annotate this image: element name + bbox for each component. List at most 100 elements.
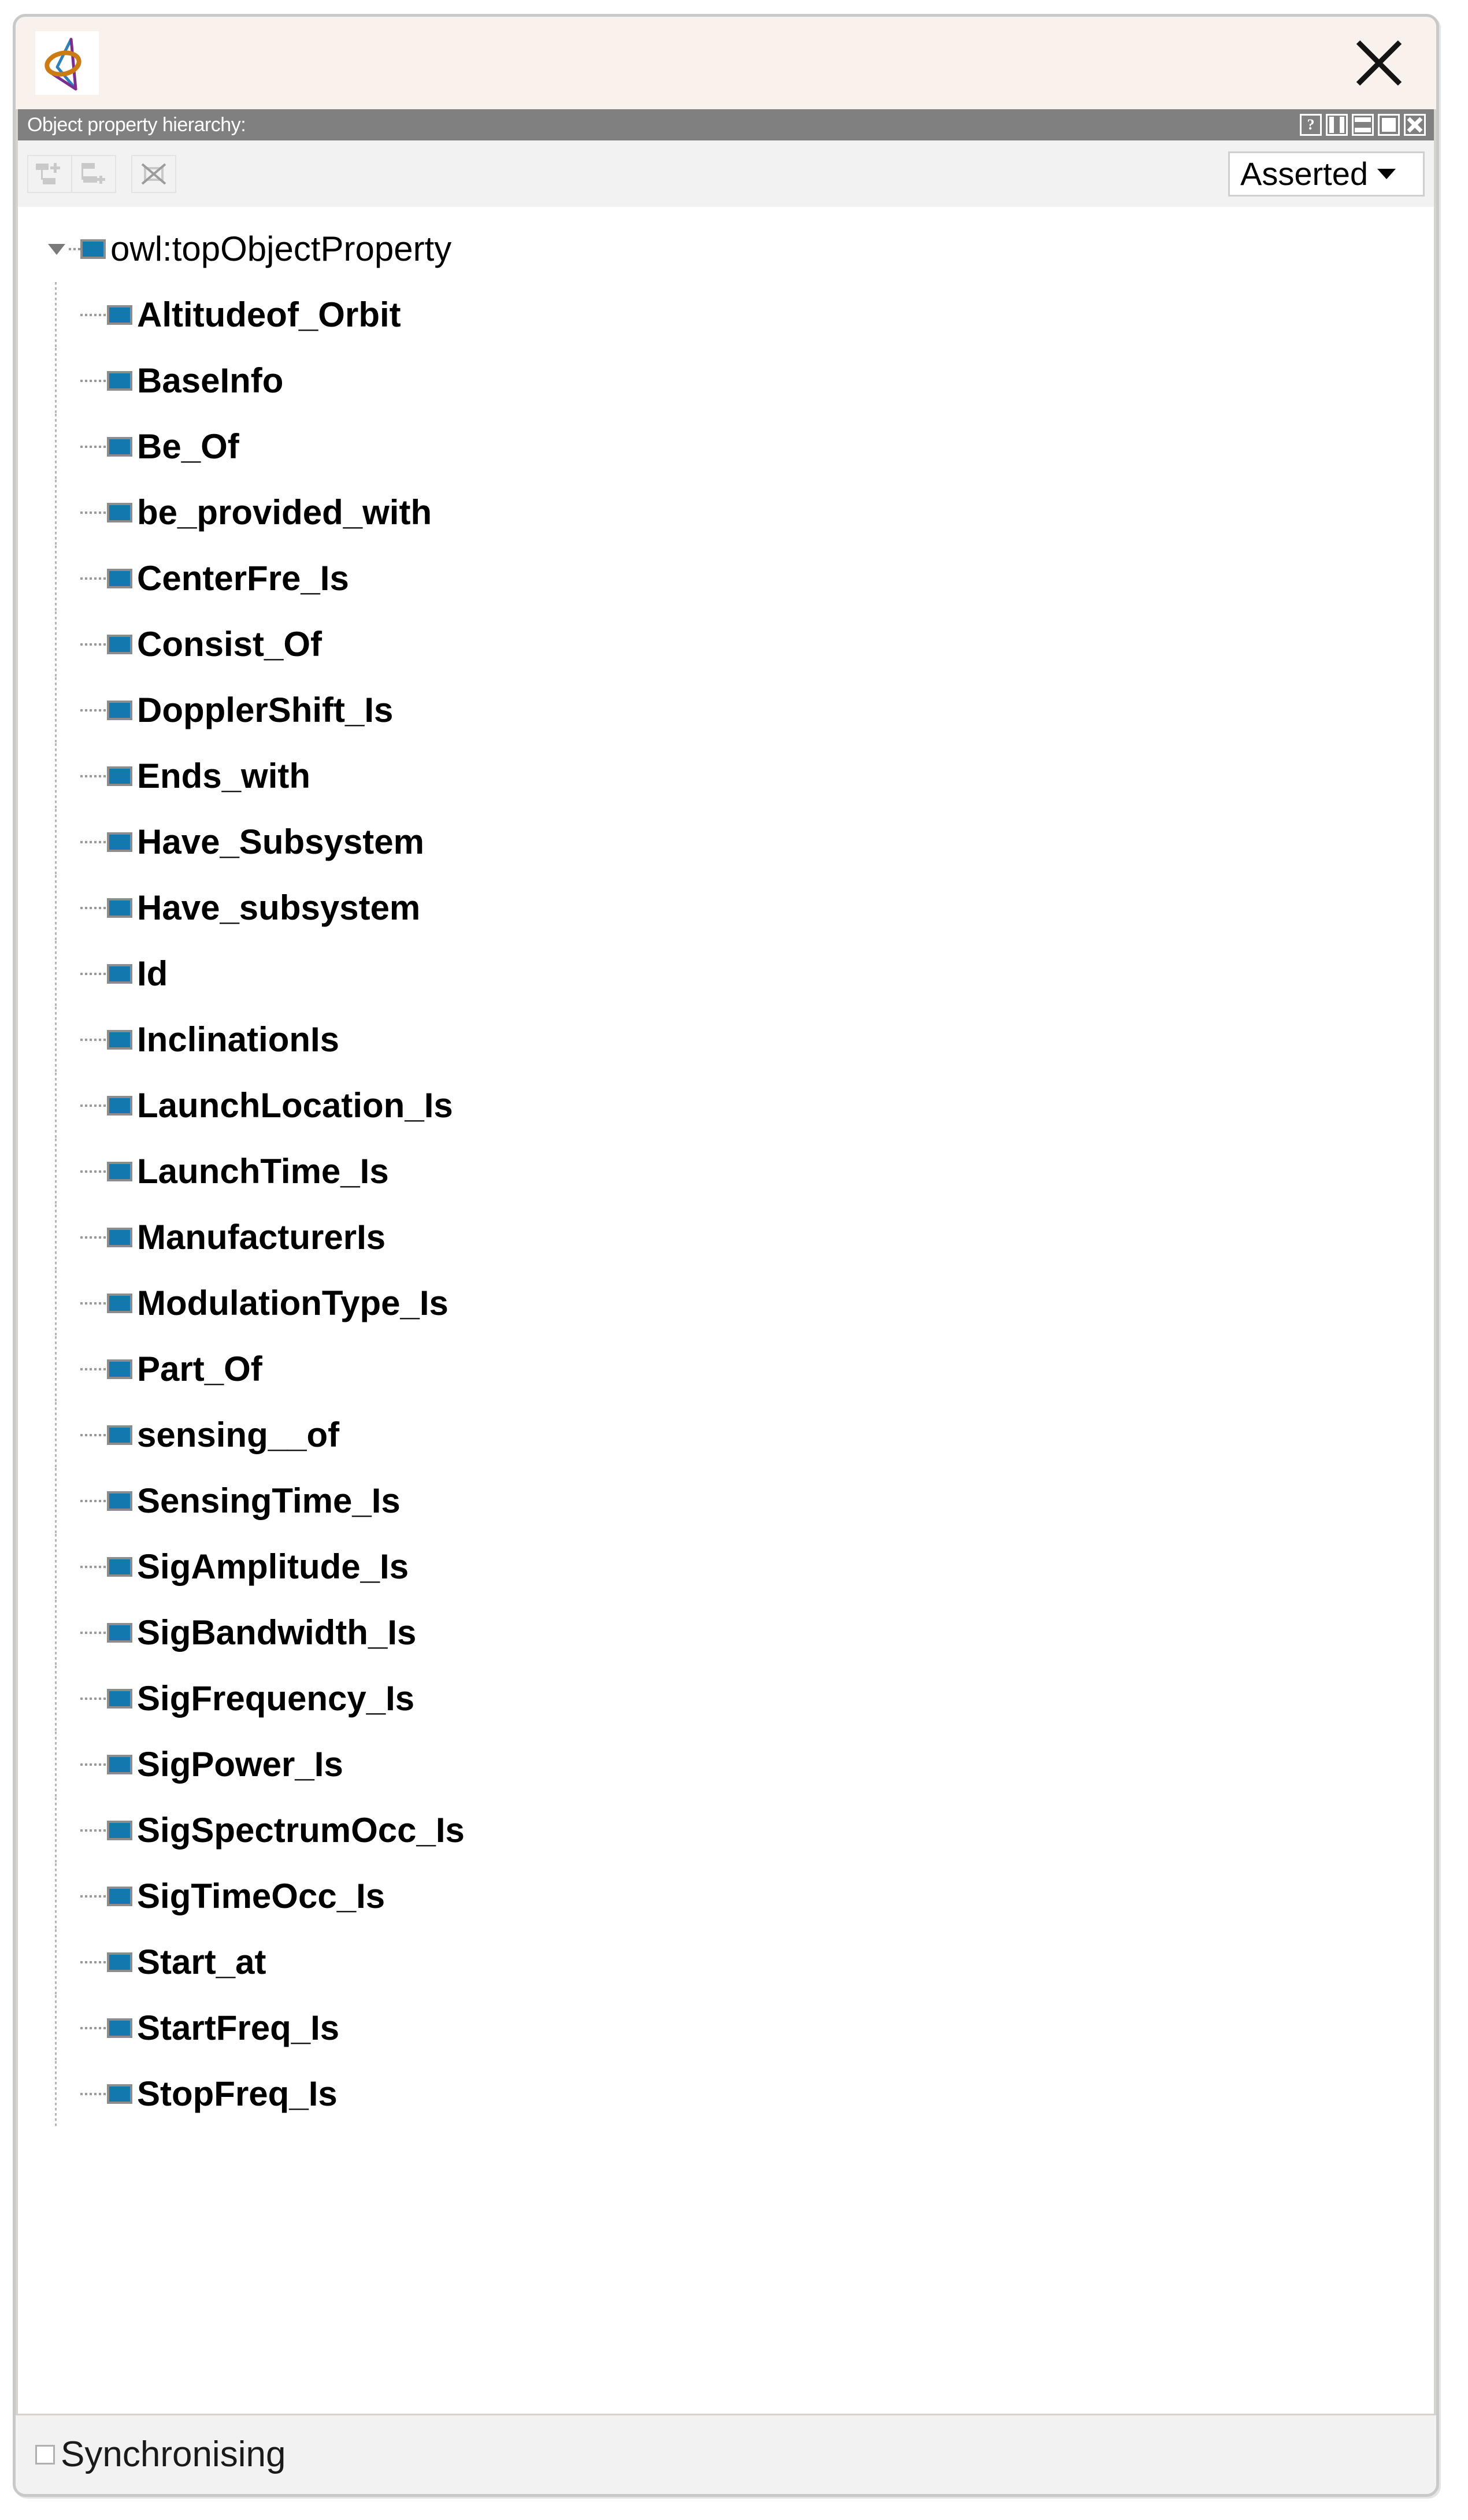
tree-connector [80,1039,107,1041]
tree-node[interactable]: Have_subsystem [18,875,1434,941]
tree-indent-guide [45,875,80,941]
close-view-icon[interactable] [1404,114,1426,136]
tree-connector [80,1698,107,1700]
view-header-button-group: ? [1300,114,1426,136]
tree-indent-guide [45,677,80,743]
chevron-down-icon [1377,168,1396,179]
tree-connector [69,248,80,250]
tree-node[interactable]: Be_Of [18,414,1434,480]
tree-node[interactable]: Ends_with [18,743,1434,809]
tree-connector [80,973,107,975]
tree-node-label: Consist_Of [137,625,322,664]
tree-node[interactable]: SigBandwidth_Is [18,1600,1434,1666]
tree-node[interactable]: StartFreq_Is [18,1995,1434,2061]
tree-node[interactable]: SigFrequency_Is [18,1666,1434,1732]
tree-node-label: Be_Of [137,427,239,466]
object-property-icon [107,2018,132,2038]
tree-node[interactable]: LaunchLocation_Is [18,1073,1434,1139]
tree-connector [80,314,107,316]
tree-node[interactable]: Altitudeof_Orbit [18,282,1434,348]
tree-connector [80,643,107,646]
tree-connector [80,380,107,382]
tree-node[interactable]: Id [18,941,1434,1007]
tree-indent-guide [45,1666,80,1732]
tree-indent-guide [45,809,80,875]
split-horizontal-icon[interactable] [1352,114,1374,136]
tree-indent-guide [45,480,80,546]
help-icon[interactable]: ? [1300,114,1322,136]
tree-node[interactable]: be_provided_with [18,480,1434,546]
expand-collapse-triangle-icon[interactable] [45,243,69,255]
object-property-icon [107,437,132,457]
hierarchy-view-selector[interactable]: Asserted [1228,151,1425,197]
tree-node-label: SigTimeOcc_Is [137,1877,385,1915]
tree-node[interactable]: LaunchTime_Is [18,1139,1434,1205]
object-property-icon [107,1557,132,1577]
tree-indent-guide [45,414,80,480]
tree-indent-guide [45,1863,80,1929]
tree-node[interactable]: Start_at [18,1929,1434,1995]
tree-node-label: StartFreq_Is [137,2008,340,2047]
object-property-icon [107,569,132,588]
view-header: Object property hierarchy: ? [16,109,1436,140]
tree-indent-guide [45,348,80,414]
split-vertical-icon[interactable] [1326,114,1348,136]
add-sub-property-icon[interactable] [27,154,72,193]
tree-connector [80,1895,107,1898]
tree-node[interactable]: ManufacturerIs [18,1205,1434,1270]
tree-node-label: be_provided_with [137,493,432,532]
tree-node[interactable]: ModulationType_Is [18,1270,1434,1336]
tree-node[interactable]: Part_Of [18,1336,1434,1402]
tree-node-label: Have_subsystem [137,888,421,927]
object-property-icon [107,371,132,391]
object-property-icon [107,1887,132,1906]
tree-connector [80,446,107,448]
tree-node[interactable]: sensing__of [18,1402,1434,1468]
tree-node-label: SigBandwidth_Is [137,1613,417,1652]
synchronising-checkbox[interactable] [35,2445,55,2465]
tree-connector [80,907,107,909]
object-property-icon [107,1689,132,1709]
tree-node-label: Have_Subsystem [137,822,424,861]
hierarchy-view-selector-value: Asserted [1240,155,1368,192]
window-titlebar [16,17,1436,109]
delete-property-icon[interactable] [131,154,176,193]
object-property-icon [107,1952,132,1972]
tree-node-label: LaunchTime_Is [137,1152,389,1191]
object-property-hierarchy-window: Object property hierarchy: ? [13,14,1439,2497]
tree-node[interactable]: Consist_Of [18,612,1434,677]
tree-node[interactable]: StopFreq_Is [18,2061,1434,2127]
tree-node[interactable]: SigTimeOcc_Is [18,1863,1434,1929]
tree-indent-guide [45,1073,80,1139]
object-property-icon [107,635,132,654]
tree-node[interactable]: SensingTime_Is [18,1468,1434,1534]
tree-connector [80,512,107,514]
tree-node[interactable]: InclinationIs [18,1007,1434,1073]
tree-node[interactable]: DopplerShift_Is [18,677,1434,743]
maximize-icon[interactable] [1378,114,1400,136]
tree-node-label: BaseInfo [137,361,284,400]
tree-connector [80,1632,107,1634]
tree-node[interactable]: SigAmplitude_Is [18,1534,1434,1600]
tree-node-label: Start_at [137,1943,266,1981]
tree-node-label: DopplerShift_Is [137,691,394,729]
object-property-icon [107,305,132,325]
tree-node[interactable]: Have_Subsystem [18,809,1434,875]
tree-indent-guide [45,1798,80,1863]
tree-connector [80,1961,107,1963]
tree-indent-guide [45,1534,80,1600]
tree-node[interactable]: SigSpectrumOcc_Is [18,1798,1434,1863]
object-property-icon [107,1425,132,1445]
add-sibling-property-icon[interactable] [71,154,116,193]
tree-indent-guide [45,1468,80,1534]
tree-node[interactable]: CenterFre_Is [18,546,1434,612]
object-property-icon [107,2084,132,2104]
tree-indent-guide [45,1402,80,1468]
tree-node[interactable]: BaseInfo [18,348,1434,414]
tree-indent-guide [45,2061,80,2127]
tree-node-root[interactable]: owl:topObjectProperty [18,216,1434,282]
tree-node[interactable]: SigPower_Is [18,1732,1434,1798]
window-close-icon[interactable] [1336,20,1422,106]
